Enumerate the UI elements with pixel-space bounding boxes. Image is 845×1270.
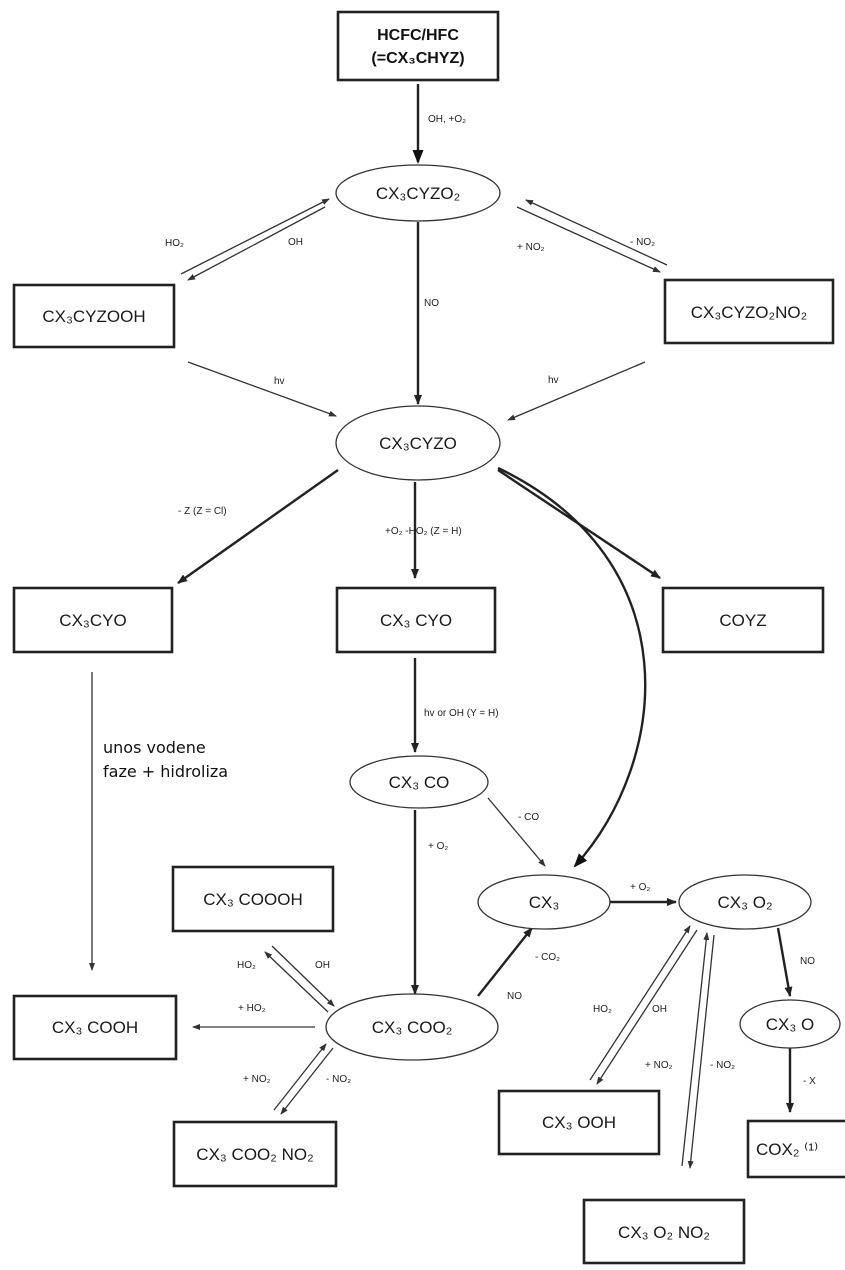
node-coooh-label: CX₃ COOOH: [203, 890, 303, 909]
arrow-peroxy-to-hydroperoxide: [187, 206, 326, 281]
label-oh: OH: [288, 237, 303, 248]
arrow-coo2no2-to-coo2: [273, 1043, 327, 1111]
node-coo2-label: CX₃ COO₂: [372, 1018, 453, 1037]
arrow-alkoxy-to-cx3: [497, 466, 647, 868]
label-plus-ho2: + HO₂: [238, 1003, 266, 1014]
label-ho2-b: HO₂: [237, 960, 256, 971]
node-cox2-label: COX₂ ⁽¹⁾: [756, 1140, 818, 1159]
label-minus-no2-c: - NO₂: [710, 1060, 735, 1071]
node-cx3o: CX₃ O: [739, 999, 841, 1049]
node-coo2no2-label: CX₃ COO₂ NO₂: [196, 1145, 313, 1164]
node-cx3: CX₃: [477, 874, 611, 930]
label-hv-or-oh: hv or OH (Y = H): [424, 708, 499, 719]
arrow-hydroperoxide-to-alkoxy: [187, 361, 337, 417]
arrow-cx3o2-to-cx3o: [776, 927, 793, 997]
edge-labels: OH, +O₂ HO₂ OH NO + NO₂ - NO₂ hv hv - Z …: [165, 114, 816, 1087]
node-cx3-label: CX₃: [529, 893, 560, 912]
node-hydroperoxide: CX₃CYZOOH: [12, 283, 176, 349]
label-oh-b: OH: [315, 960, 330, 971]
arrows: [89, 84, 794, 1169]
node-coyz: COYZ: [661, 586, 825, 654]
node-alkoxy-label: CX₃CYZO: [379, 434, 457, 453]
node-o2no2: CX₃ O₂ NO₂: [582, 1198, 746, 1265]
label-plus-o2-b: + O₂: [630, 882, 650, 893]
arrow-co-to-cx3: [487, 797, 546, 867]
node-coooh: CX₃ COOOH: [171, 865, 335, 933]
node-hydroperoxide-label: CX₃CYZOOH: [42, 307, 145, 326]
label-plus-no2-c: + NO₂: [645, 1060, 673, 1071]
label-no-b: NO: [507, 991, 522, 1002]
node-o2no2-label: CX₃ O₂ NO₂: [618, 1223, 710, 1242]
node-alkoxy: CX₃CYZO: [335, 405, 501, 481]
note-line1: unos vodene: [103, 738, 206, 757]
arrow-coooh-to-coo2: [271, 945, 335, 1007]
label-minus-z: - Z (Z = Cl): [178, 506, 227, 517]
arrow-cx3o2-to-o2no2: [687, 934, 715, 1169]
node-peroxy: CX₃CYZO₂: [335, 164, 501, 222]
node-cx3o-label: CX₃ O: [766, 1015, 815, 1034]
label-plus-no2: + NO₂: [517, 242, 545, 253]
label-plus-o2-a: + O₂: [428, 841, 448, 852]
node-coyz-label: COYZ: [719, 611, 766, 630]
arrow-cx3o2-to-cx3ooh: [596, 929, 698, 1085]
node-cox2: COX₂ ⁽¹⁾: [746, 1119, 845, 1179]
node-co-label: CX₃ CO: [389, 773, 450, 792]
label-minus-x: - X: [803, 1076, 816, 1087]
node-cooh-label: CX₃ COOH: [52, 1018, 138, 1037]
node-hcfc-line2: (=CX₃CHYZ): [371, 50, 464, 67]
arrow-coo2-to-coooh: [264, 951, 329, 1013]
arrow-coo2-to-coo2no2: [280, 1047, 334, 1115]
hydrolysis-note: unos vodene faze + hidroliza: [103, 738, 228, 781]
node-peroxy-label: CX₃CYZO₂: [376, 184, 460, 203]
label-oh-c: OH: [652, 1004, 667, 1015]
node-peroxynitrate: CX₃CYZO₂NO₂: [663, 278, 835, 345]
node-hcfc: HCFC/HFC (=CX₃CHYZ): [336, 10, 500, 82]
label-minus-co: - CO: [518, 812, 539, 823]
label-hv-right: hv: [548, 375, 559, 386]
node-cyo-mid: CX₃ CYO: [335, 586, 497, 654]
nodes: HCFC/HFC (=CX₃CHYZ) CX₃CYZO₂ CX₃CYZOOH C…: [12, 10, 845, 1265]
label-minus-no2-b: - NO₂: [326, 1074, 351, 1085]
label-no: NO: [424, 298, 439, 309]
note-line2: faze + hidroliza: [103, 762, 228, 781]
label-ho2-c: HO₂: [593, 1004, 612, 1015]
label-plus-no2-b: + NO₂: [243, 1074, 271, 1085]
arrow-cx3ooh-to-cx3o2: [589, 925, 691, 1081]
label-hv-left: hv: [274, 376, 285, 387]
label-minus-no2: - NO₂: [630, 237, 655, 248]
label-minus-co2: - CO₂: [535, 952, 560, 963]
arrow-alkoxy-to-cyo-left: [177, 469, 339, 584]
node-cyo-mid-label: CX₃ CYO: [380, 611, 452, 630]
arrow-coo2-to-cx3: [477, 927, 533, 997]
arrow-peroxynitrate-to-peroxy: [525, 199, 668, 266]
arrow-hydroperoxide-to-peroxy: [180, 198, 330, 275]
node-co: CX₃ CO: [349, 755, 489, 809]
label-oh-o2: OH, +O₂: [428, 114, 466, 125]
label-no-c: NO: [800, 956, 815, 967]
arrow-peroxynitrate-to-alkoxy: [507, 361, 646, 421]
node-cyo-left: CX₃CYO: [12, 586, 174, 654]
node-cx3ooh-label: CX₃ OOH: [542, 1113, 616, 1132]
label-ho2: HO₂: [165, 238, 184, 249]
node-coo2: CX₃ COO₂: [325, 993, 499, 1061]
node-cx3o2-label: CX₃ O₂: [717, 893, 772, 912]
arrow-peroxy-to-peroxynitrate: [516, 206, 661, 273]
node-cooh: CX₃ COOH: [12, 994, 178, 1061]
node-cx3o2: CX₃ O₂: [678, 874, 812, 930]
node-coo2no2: CX₃ COO₂ NO₂: [172, 1120, 338, 1188]
label-o2-ho2: +O₂ -HO₂ (Z = H): [385, 526, 462, 537]
node-peroxynitrate-label: CX₃CYZO₂NO₂: [691, 303, 807, 322]
node-cx3ooh: CX₃ OOH: [497, 1089, 661, 1156]
node-cyo-left-label: CX₃CYO: [59, 611, 126, 630]
node-hcfc-line1: HCFC/HFC: [377, 27, 459, 44]
arrow-o2no2-to-cx3o2: [681, 932, 710, 1167]
